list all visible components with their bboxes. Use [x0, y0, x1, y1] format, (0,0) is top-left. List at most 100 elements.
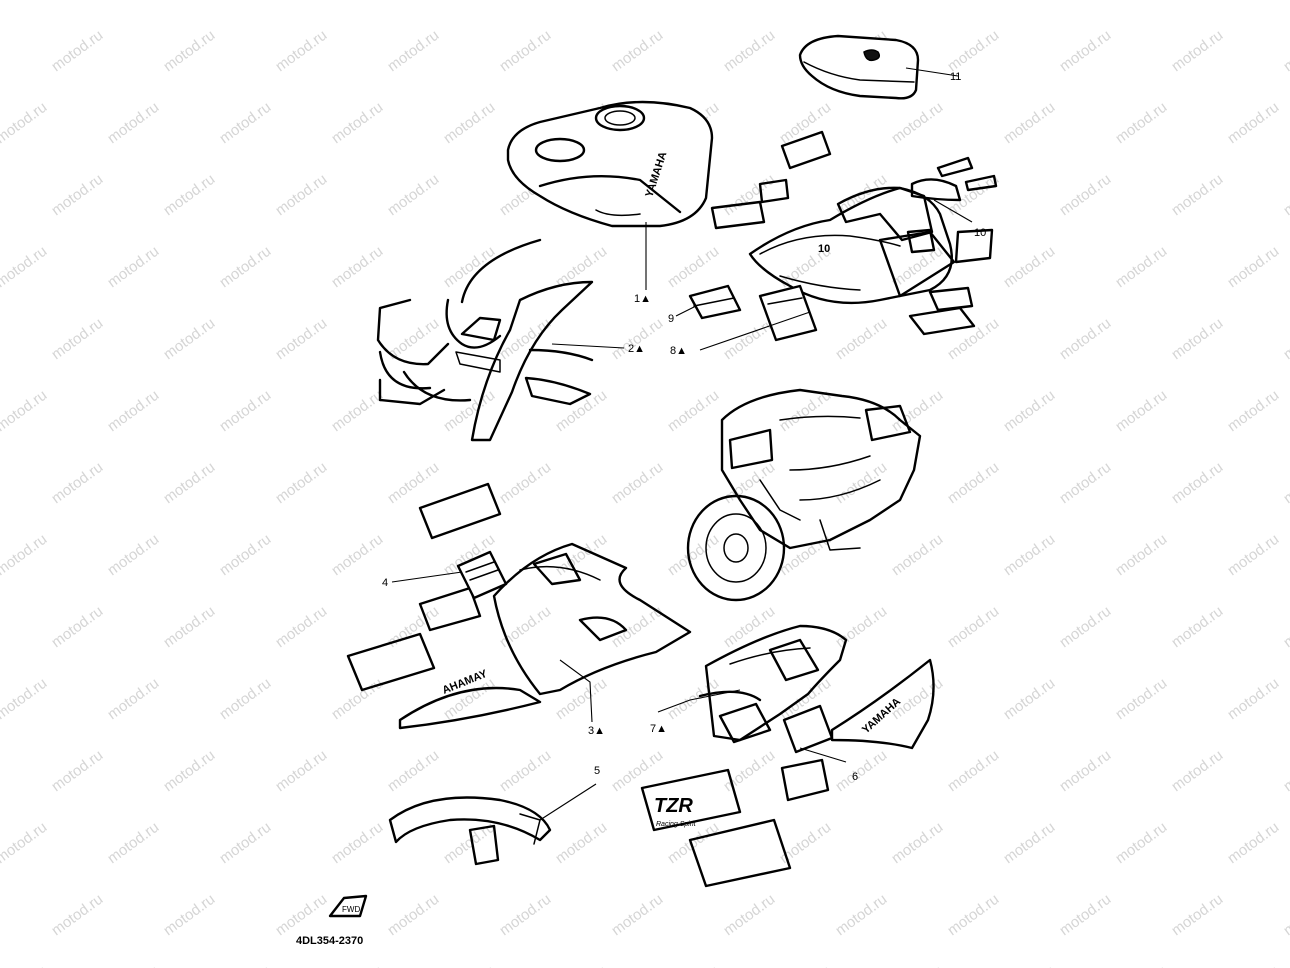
watermark-107: motod.ru [48, 315, 106, 364]
watermark-219: motod.ru [776, 819, 834, 868]
watermark-124: motod.ru [216, 387, 274, 436]
watermark-231: motod.ru [496, 891, 554, 940]
watermark-191: motod.ru [1000, 675, 1058, 724]
watermark-233: motod.ru [720, 891, 778, 940]
watermark-251: motod.ru [1000, 963, 1058, 968]
watermark-152: motod.ru [0, 531, 50, 580]
watermark-200: motod.ru [384, 747, 442, 796]
watermark-161: motod.ru [1000, 531, 1058, 580]
watermark-114: motod.ru [832, 315, 890, 364]
watermark-83: motod.ru [720, 171, 778, 220]
watermark-147: motod.ru [1168, 459, 1226, 508]
part-7-side-cowl-decals[interactable] [698, 624, 848, 744]
watermark-132: motod.ru [1112, 387, 1170, 436]
watermark-162: motod.ru [1112, 531, 1170, 580]
watermark-47: motod.ru [48, 27, 106, 76]
part-5-front-fender[interactable] [388, 796, 552, 866]
watermark-249: motod.ru [776, 963, 834, 968]
watermark-232: motod.ru [608, 891, 666, 940]
watermark-109: motod.ru [272, 315, 330, 364]
watermark-126: motod.ru [440, 387, 498, 436]
watermark-131: motod.ru [1000, 387, 1058, 436]
watermark-221: motod.ru [1000, 819, 1058, 868]
watermark-230: motod.ru [384, 891, 442, 940]
watermark-40: motod.ru [888, 0, 946, 3]
watermark-177: motod.ru [1168, 603, 1226, 652]
watermark-145: motod.ru [944, 459, 1002, 508]
watermark-123: motod.ru [104, 387, 162, 436]
part-9-tail-piece[interactable] [688, 284, 742, 320]
watermark-244: motod.ru [216, 963, 274, 968]
watermark-144: motod.ru [832, 459, 890, 508]
watermark-41: motod.ru [1000, 0, 1058, 3]
watermark-128: motod.ru [664, 387, 722, 436]
watermark-178: motod.ru [1280, 603, 1290, 652]
watermark-248: motod.ru [664, 963, 722, 968]
callout-2: 2▲ [628, 343, 645, 355]
watermark-215: motod.ru [328, 819, 386, 868]
watermark-32: motod.ru [0, 0, 50, 3]
watermark-63: motod.ru [104, 99, 162, 148]
watermark-72: motod.ru [1112, 99, 1170, 148]
watermark-140: motod.ru [384, 459, 442, 508]
watermark-56: motod.ru [1056, 27, 1114, 76]
watermark-64: motod.ru [216, 99, 274, 148]
watermark-154: motod.ru [216, 531, 274, 580]
watermark-220: motod.ru [888, 819, 946, 868]
watermark-198: motod.ru [160, 747, 218, 796]
watermark-116: motod.ru [1056, 315, 1114, 364]
tzr-subtitle: Racing Spirit [656, 821, 697, 828]
watermark-98: motod.ru [664, 243, 722, 292]
callout-4: 4 [382, 577, 388, 589]
watermark-42: motod.ru [1112, 0, 1170, 3]
part-2-upper-cowl-decals[interactable] [376, 238, 594, 442]
watermark-133: motod.ru [1224, 387, 1282, 436]
part-8-tail-cowl-decals[interactable]: 10 [710, 130, 994, 336]
watermark-139: motod.ru [272, 459, 330, 508]
watermark-250: motod.ru [888, 963, 946, 968]
callout-6: 6 [852, 771, 858, 783]
callout-11: 11 [950, 71, 961, 83]
watermark-182: motod.ru [0, 675, 50, 724]
watermark-80: motod.ru [384, 171, 442, 220]
watermark-176: motod.ru [1056, 603, 1114, 652]
watermark-108: motod.ru [160, 315, 218, 364]
watermark-43: motod.ru [1224, 0, 1282, 3]
watermark-184: motod.ru [216, 675, 274, 724]
tzr-decal[interactable]: TZR Racing Spirit [640, 768, 792, 888]
watermark-192: motod.ru [1112, 675, 1170, 724]
part-10-grab-rail-decal[interactable] [910, 156, 998, 202]
callout-7: 7▲ [650, 723, 667, 735]
watermark-167: motod.ru [48, 603, 106, 652]
watermark-62: motod.ru [0, 99, 50, 148]
part-4-duct[interactable] [456, 550, 508, 600]
watermark-214: motod.ru [216, 819, 274, 868]
watermark-183: motod.ru [104, 675, 162, 724]
watermark-125: motod.ru [328, 387, 386, 436]
watermark-206: motod.ru [1056, 747, 1114, 796]
part-1-fuel-tank[interactable]: YAMAHA [506, 100, 714, 228]
watermark-95: motod.ru [328, 243, 386, 292]
watermark-229: motod.ru [272, 891, 330, 940]
watermark-103: motod.ru [1224, 243, 1282, 292]
watermark-155: motod.ru [328, 531, 386, 580]
watermark-223: motod.ru [1224, 819, 1282, 868]
watermark-253: motod.ru [1224, 963, 1282, 968]
watermark-228: motod.ru [160, 891, 218, 940]
watermark-146: motod.ru [1056, 459, 1114, 508]
watermark-51: motod.ru [496, 27, 554, 76]
watermark-50: motod.ru [384, 27, 442, 76]
part-11-seat-pad[interactable] [798, 34, 920, 100]
watermark-92: motod.ru [0, 243, 50, 292]
watermark-53: motod.ru [720, 27, 778, 76]
watermark-171: motod.ru [496, 603, 554, 652]
part-3-lower-cowl-decals[interactable]: YAMAHA [346, 482, 692, 730]
watermark-73: motod.ru [1224, 99, 1282, 148]
watermark-212: motod.ru [0, 819, 50, 868]
watermark-201: motod.ru [496, 747, 554, 796]
watermark-213: motod.ru [104, 819, 162, 868]
watermark-33: motod.ru [104, 0, 162, 3]
watermark-227: motod.ru [48, 891, 106, 940]
watermark-168: motod.ru [160, 603, 218, 652]
